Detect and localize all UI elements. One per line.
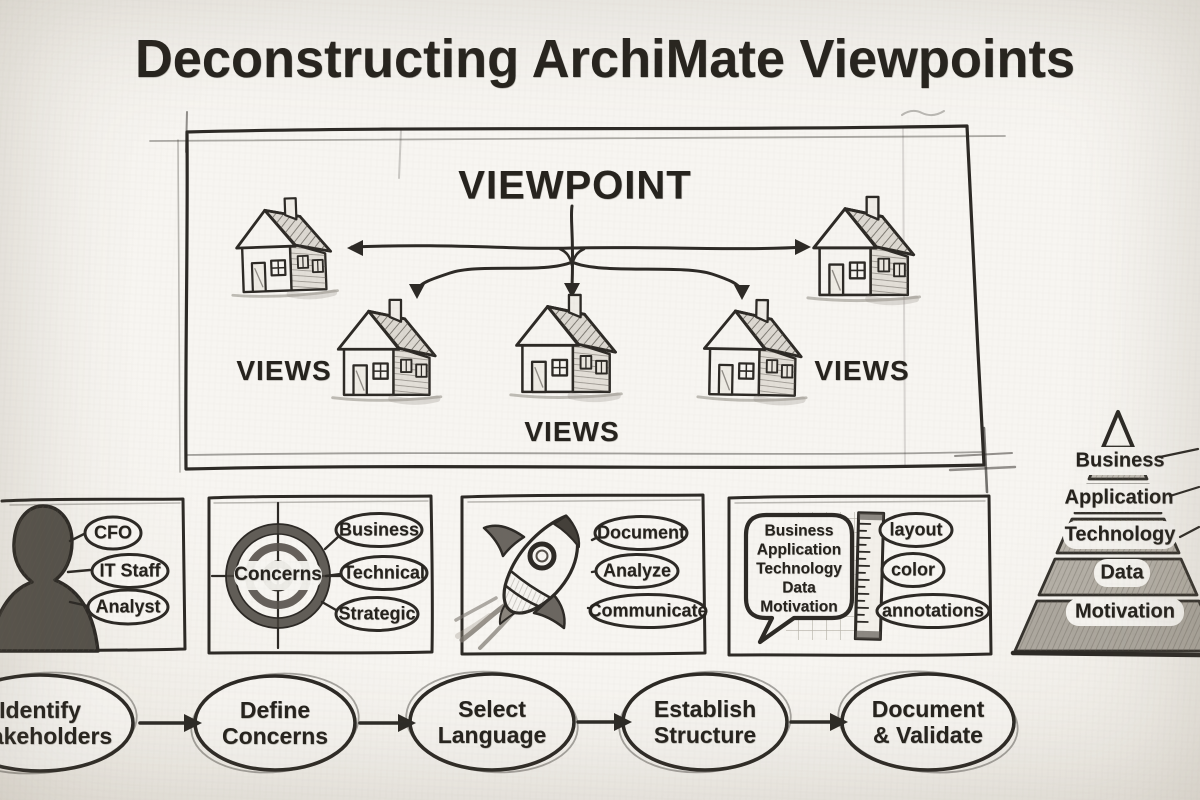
views-label-left: VIEWS [236,355,332,386]
step-line: Language [437,722,547,748]
step-line: Concerns [221,723,329,749]
process-step-define-concerns: Define Concerns [222,697,328,749]
step-line: Establish [653,696,757,722]
viewpoint-arrows [347,204,811,300]
house-icon [333,300,441,402]
style-item-annotations: annotations [882,600,984,621]
purpose-item-document: Document [596,522,686,543]
language-line: Data [782,579,816,597]
pyramid-layer-application: Application [1064,486,1174,509]
stakeholder-figure [0,504,170,653]
house-icon [511,295,622,399]
language-line: Motivation [760,598,838,616]
rocket-icon [454,514,708,650]
pyramid-apex [1097,410,1139,459]
style-item-color: color [890,559,936,580]
process-step-document-validate: Document & Validate [872,696,984,748]
step-line: Document [871,696,985,722]
language-line: Application [756,541,842,559]
page-title: Deconstructing ArchiMate Viewpoints [134,29,1076,89]
language-line: Business [764,522,834,540]
language-panel-art [743,511,991,645]
pyramid-layer-business: Business [1075,449,1165,472]
step-line: Select [458,696,526,722]
step-line: Identify [0,697,81,723]
concerns-center-label: Concerns [234,564,322,585]
process-step-establish-structure: Establish Structure [654,696,756,748]
speech-bubble-icon [743,512,855,645]
house-icon [229,197,337,299]
step-line: Stakeholders [0,723,113,749]
concern-item-business: Business [338,519,420,540]
concern-item-technical: Technical [343,562,425,583]
views-label-center: VIEWS [524,416,620,447]
views-label-right: VIEWS [814,355,910,386]
process-flow [0,670,1019,775]
house-icon [698,299,808,403]
concerns-target [210,501,429,650]
step-line: Structure [653,722,757,748]
stakeholder-item-analyst: Analyst [95,596,161,617]
pyramid-layer-data: Data [1100,561,1144,584]
pyramid-layer-motivation: Motivation [1075,600,1175,623]
pyramid-callout-lines [1158,447,1200,539]
stakeholder-item-cfo: CFO [94,522,132,543]
language-bubble-text: Business Application Technology Data Mot… [756,522,842,617]
stakeholder-item-itstaff: IT Staff [99,560,161,581]
purpose-item-analyze: Analyze [602,560,672,581]
process-step-select-language: Select Language [438,696,547,748]
style-item-layout: layout [889,519,943,540]
language-line: Technology [756,560,842,578]
process-arrows [138,713,848,732]
viewpoint-frame [149,109,1017,494]
viewpoint-label: VIEWPOINT [458,163,692,208]
step-line: Define [239,697,311,723]
purpose-item-communicate: Communicate [588,600,708,621]
pyramid [1010,410,1200,658]
step-line: & Validate [873,722,983,748]
pyramid-layer-technology: Technology [1064,523,1176,546]
concern-item-strategic: Strategic [338,603,416,624]
process-step-identify-stakeholders: Identify Stakeholders [0,697,112,749]
